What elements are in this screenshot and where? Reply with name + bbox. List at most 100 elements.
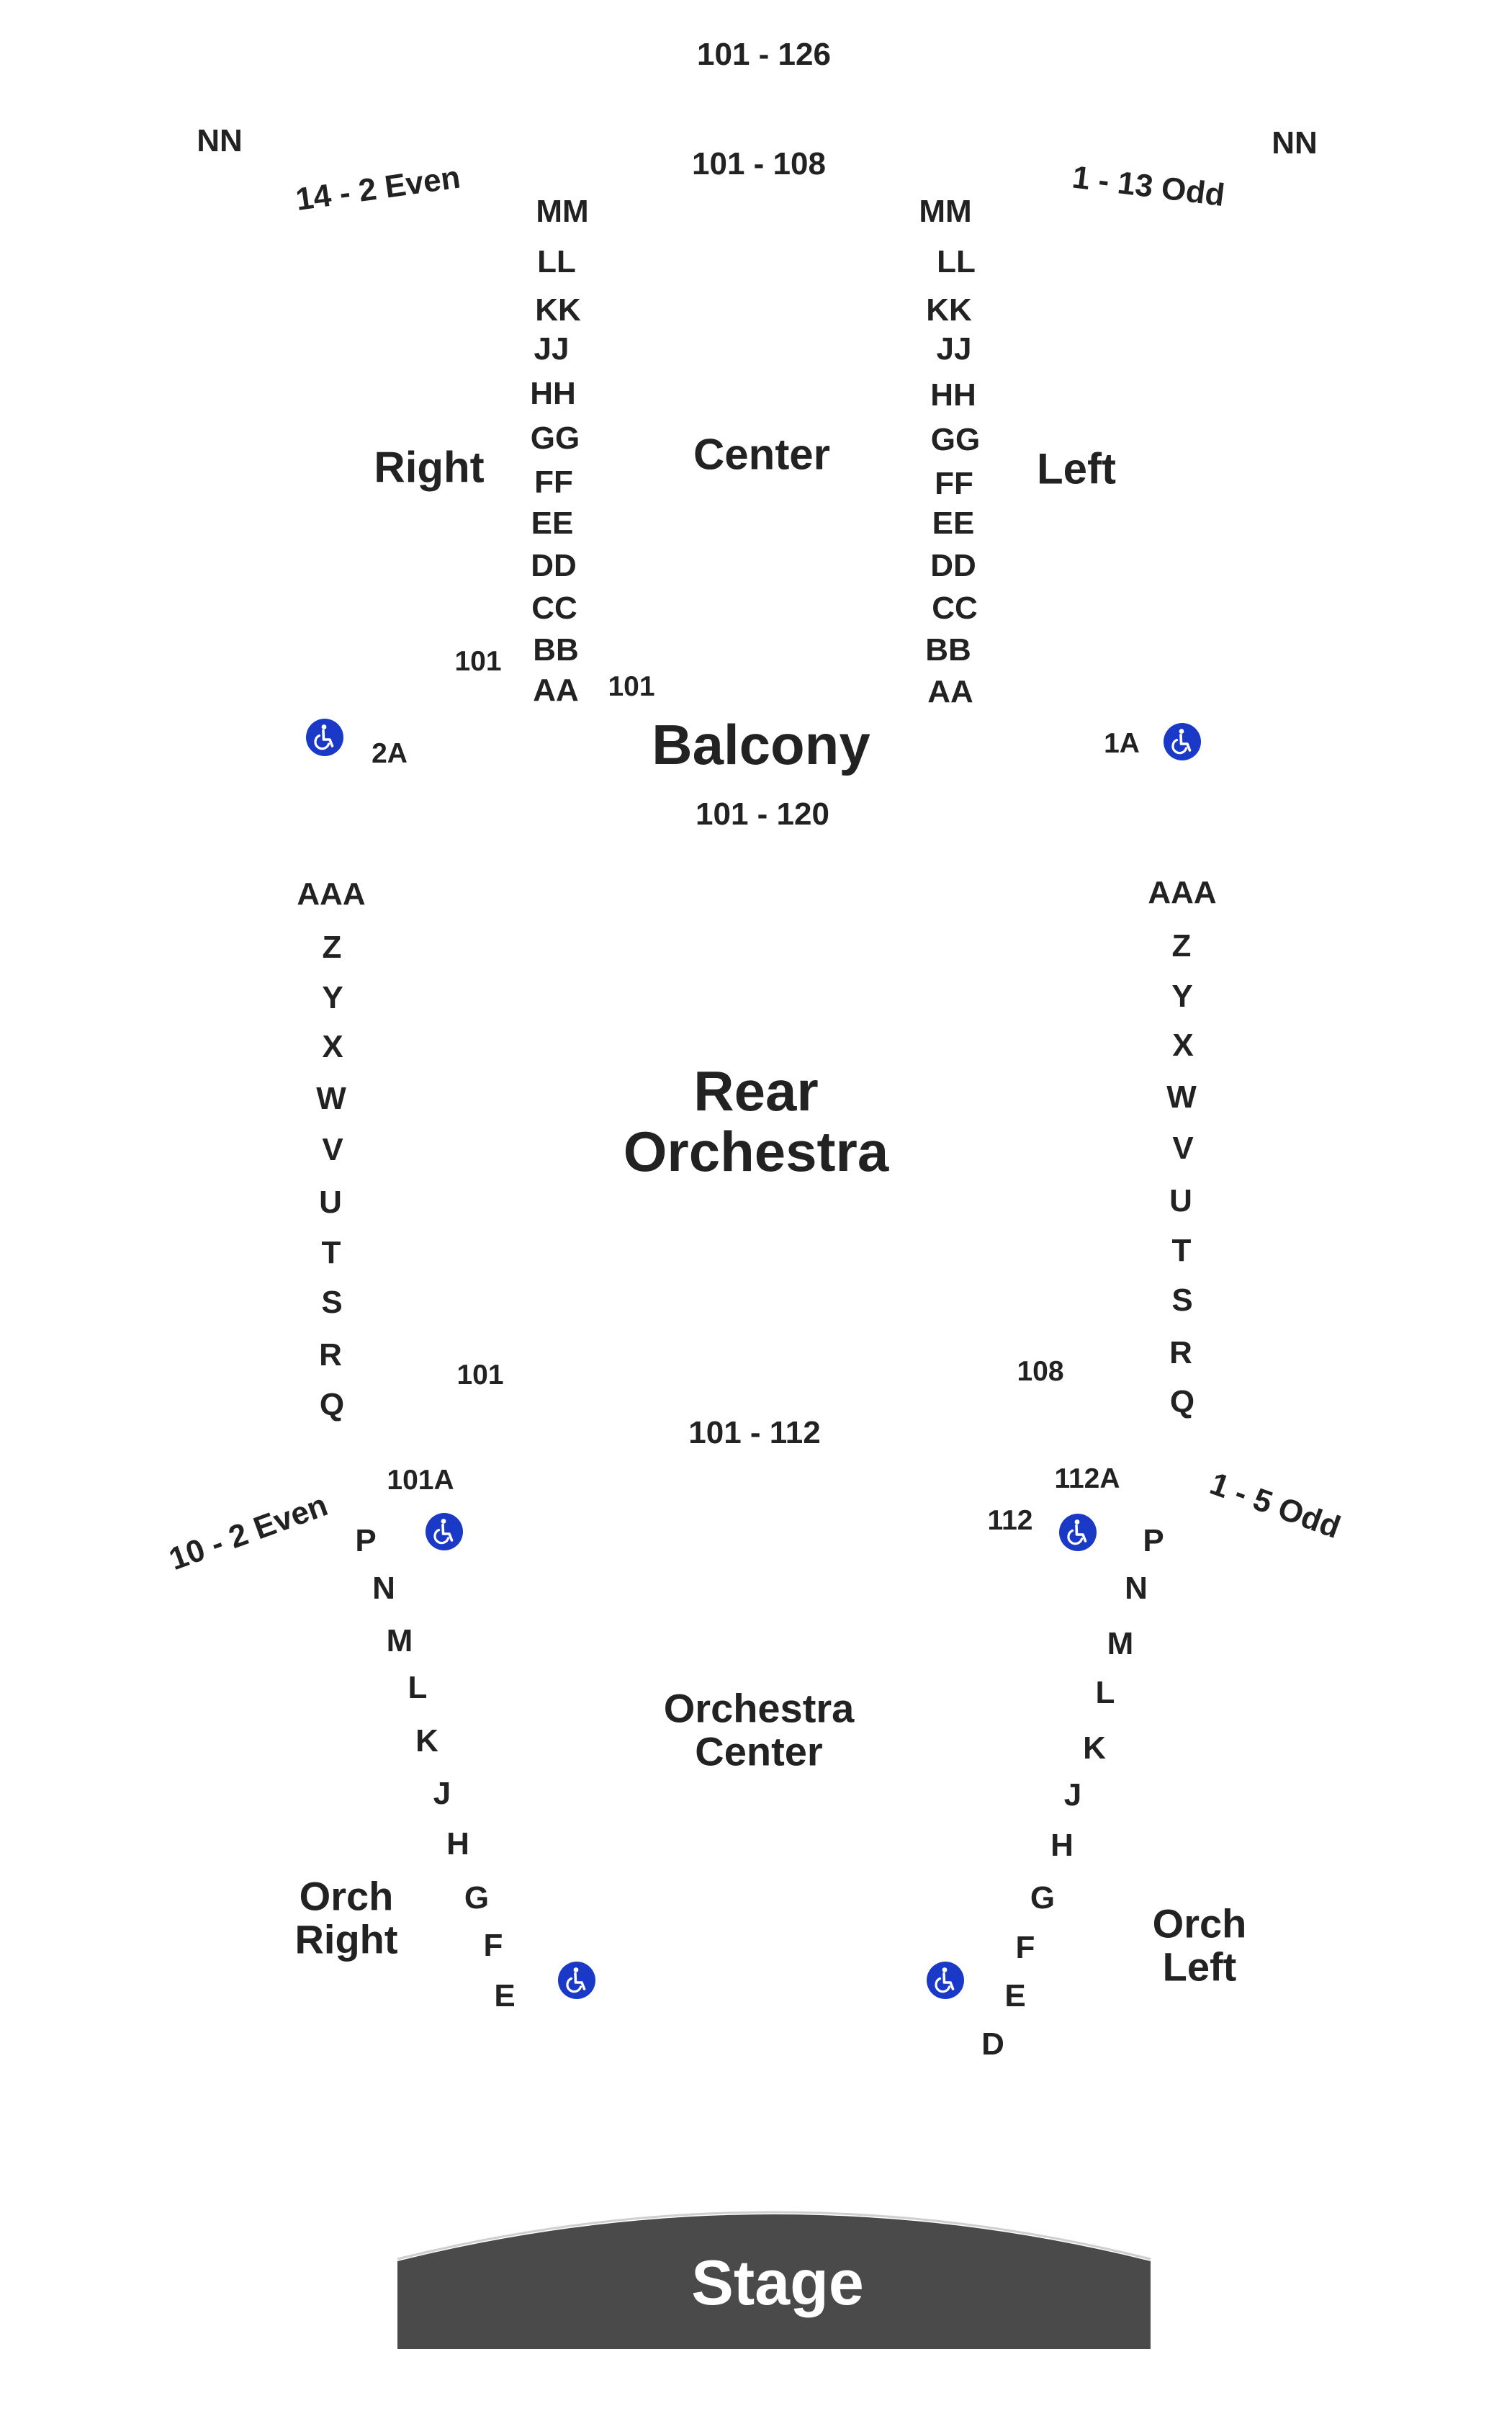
orch-left-row-j: J bbox=[1063, 1777, 1082, 1813]
section-orch-right-line2: Right bbox=[294, 1917, 398, 1962]
balcony-left-row-mm: MM bbox=[919, 194, 972, 230]
wheelchair-icon bbox=[1059, 1514, 1097, 1551]
orch-right-row-m: M bbox=[386, 1623, 413, 1659]
orch-seat-101a: 101A bbox=[387, 1464, 454, 1496]
balcony-right-row-hh: HH bbox=[530, 376, 576, 412]
rear-left-row-t: T bbox=[1171, 1233, 1192, 1269]
orch-left-row-k: K bbox=[1083, 1730, 1106, 1766]
rear-left-row-v: V bbox=[1172, 1131, 1194, 1167]
balcony-center-seat-101: 101 bbox=[608, 670, 655, 702]
section-balcony-left: Left bbox=[1037, 444, 1116, 493]
rear-right-row-u: U bbox=[319, 1185, 342, 1221]
nn-row-label-right: NN bbox=[197, 123, 243, 159]
rear-left-row-x: X bbox=[1172, 1028, 1194, 1064]
balcony-right-row-ee: EE bbox=[531, 506, 574, 542]
rear-left-row-w: W bbox=[1166, 1079, 1197, 1115]
wheelchair-icon bbox=[426, 1513, 463, 1550]
balcony-left-row-ee: EE bbox=[932, 506, 975, 542]
section-balcony-right: Right bbox=[374, 443, 485, 492]
rear-seat-101: 101 bbox=[456, 1359, 504, 1391]
section-orch-left-line1: Orch bbox=[1152, 1900, 1247, 1946]
rear-right-row-s: S bbox=[321, 1285, 343, 1321]
balcony-left-row-jj: JJ bbox=[936, 331, 972, 367]
rear-right-row-z: Z bbox=[322, 930, 342, 966]
orch-right-row-k: K bbox=[415, 1723, 438, 1759]
rear-left-row-z: Z bbox=[1171, 928, 1192, 964]
rear-right-row-r: R bbox=[319, 1337, 342, 1373]
nn-row-label-left: NN bbox=[1272, 125, 1318, 161]
wheelchair-icon bbox=[306, 719, 343, 756]
section-orchestra-center-line2: Center bbox=[695, 1729, 823, 1774]
balcony-left-row-kk: KK bbox=[926, 292, 972, 328]
stage-edge bbox=[397, 2211, 1151, 2260]
orch-left-row-g: G bbox=[1030, 1880, 1056, 1916]
balcony-right-row-aa: AA bbox=[533, 673, 579, 709]
balcony-left-row-gg: GG bbox=[930, 422, 981, 458]
wheelchair-icon bbox=[558, 1962, 595, 1999]
balcony-right-row-dd: DD bbox=[531, 548, 577, 584]
orch-seat-112a: 112A bbox=[1054, 1463, 1120, 1494]
wheelchair-icon bbox=[1164, 723, 1201, 760]
section-orch-left-line2: Left bbox=[1162, 1944, 1237, 1990]
rear-seat-108: 108 bbox=[1017, 1355, 1064, 1387]
rear-right-row-t: T bbox=[321, 1235, 341, 1271]
orch-left-row-l: L bbox=[1095, 1675, 1115, 1711]
rear-left-row-y: Y bbox=[1171, 979, 1193, 1015]
rear-right-row-x: X bbox=[322, 1029, 343, 1065]
balcony-right-row-ff: FF bbox=[534, 464, 573, 500]
section-orchestra-center: Orchestra Center bbox=[664, 1687, 855, 1774]
section-rear-orchestra-line2: Orchestra bbox=[623, 1120, 889, 1183]
orch-right-row-n: N bbox=[372, 1571, 395, 1607]
balcony-right-row-cc: CC bbox=[531, 590, 577, 627]
orch-left-row-d: D bbox=[981, 2026, 1004, 2062]
balcony-right-row-mm: MM bbox=[536, 194, 589, 230]
stage-shape bbox=[397, 2214, 1151, 2349]
balcony-right-seat-101: 101 bbox=[454, 645, 502, 677]
rear-right-row-y: Y bbox=[322, 980, 343, 1016]
balcony-seat-1a: 1A bbox=[1104, 727, 1140, 759]
nn-center-range: 101 - 126 bbox=[697, 37, 831, 73]
section-orchestra-center-line1: Orchestra bbox=[663, 1685, 855, 1731]
section-rear-orchestra-line1: Rear bbox=[693, 1059, 819, 1123]
balcony-left-row-cc: CC bbox=[932, 590, 978, 627]
balcony-right-row-kk: KK bbox=[535, 292, 581, 328]
balcony-left-row-ll: LL bbox=[937, 244, 976, 280]
balcony-left-row-hh: HH bbox=[930, 377, 976, 413]
orch-left-row-f: F bbox=[1015, 1930, 1035, 1966]
rear-left-row-aaa: AAA bbox=[1148, 875, 1217, 911]
section-orch-left: Orch Left bbox=[1152, 1900, 1247, 1990]
orch-right-row-e: E bbox=[494, 1978, 516, 2014]
rear-orchestra-range: 101 - 120 bbox=[696, 796, 829, 832]
orch-right-row-j: J bbox=[433, 1776, 451, 1812]
orch-right-row-p: P bbox=[355, 1523, 377, 1559]
balcony-right-row-ll: LL bbox=[537, 244, 576, 280]
orch-left-row-n: N bbox=[1125, 1571, 1148, 1607]
orch-right-row-g: G bbox=[464, 1880, 490, 1916]
orch-left-row-p: P bbox=[1143, 1523, 1164, 1559]
balcony-right-row-bb: BB bbox=[533, 632, 579, 668]
orch-right-row-l: L bbox=[408, 1670, 428, 1706]
orchestra-center-range: 101 - 112 bbox=[688, 1415, 821, 1451]
orch-left-row-h: H bbox=[1050, 1828, 1074, 1864]
balcony-right-row-jj: JJ bbox=[534, 331, 570, 367]
balcony-center-range: 101 - 108 bbox=[692, 146, 826, 182]
orch-right-row-f: F bbox=[483, 1928, 503, 1964]
balcony-left-row-ff: FF bbox=[935, 466, 973, 502]
section-orch-right-line1: Orch bbox=[299, 1873, 394, 1919]
section-orch-right: Orch Right bbox=[294, 1873, 398, 1962]
balcony-left-row-bb: BB bbox=[925, 632, 971, 668]
balcony-left-row-aa: AA bbox=[927, 674, 973, 710]
rear-right-row-q: Q bbox=[319, 1387, 345, 1423]
orch-left-row-e: E bbox=[1004, 1978, 1026, 2014]
orch-seat-112: 112 bbox=[987, 1504, 1033, 1536]
rear-left-row-r: R bbox=[1169, 1335, 1192, 1371]
rear-right-row-aaa: AAA bbox=[297, 876, 366, 912]
wheelchair-icon bbox=[927, 1962, 964, 1999]
section-rear-orchestra: Rear Orchestra bbox=[624, 1061, 889, 1182]
rear-left-row-u: U bbox=[1169, 1183, 1192, 1219]
rear-left-row-q: Q bbox=[1169, 1384, 1195, 1420]
orch-right-row-h: H bbox=[446, 1826, 469, 1862]
section-balcony-center: Center bbox=[693, 430, 831, 479]
